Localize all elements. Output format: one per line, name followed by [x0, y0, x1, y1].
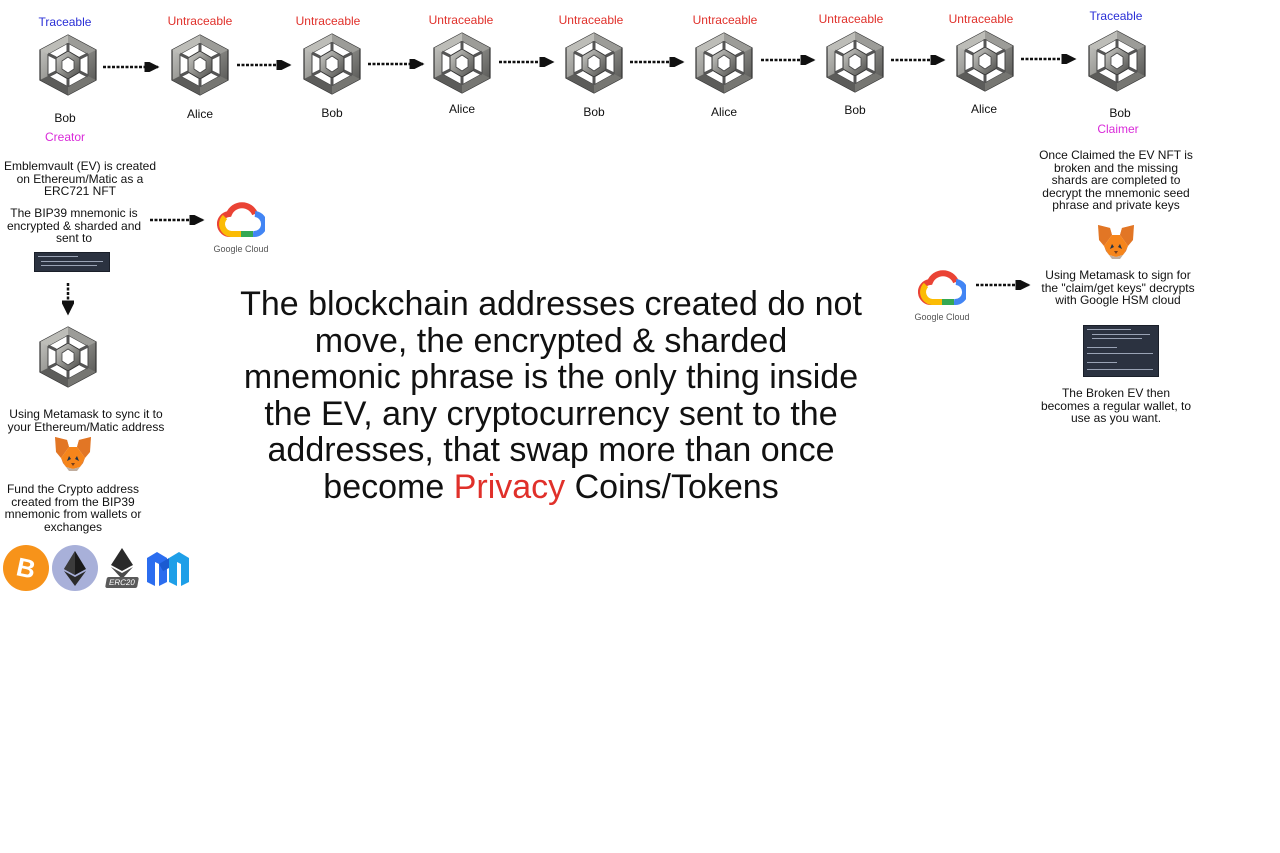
untraceable-label: Untraceable	[818, 12, 884, 26]
emblem-vault-cube-icon	[562, 31, 626, 95]
claimed-text: Once Claimed the EV NFT is broken and th…	[1039, 148, 1193, 212]
metamask-sign-text: Using Metamask to sign for the "claim/ge…	[1041, 268, 1195, 307]
google-cloud-logo: Google Cloud	[912, 268, 972, 322]
erc20-ethereum-icon	[111, 548, 133, 579]
arrow-right-icon	[761, 55, 816, 65]
metamask-sync-text: Using Metamask to sync it to your Ethere…	[7, 407, 165, 434]
traceable-label: Traceable	[38, 15, 92, 29]
google-cloud-icon	[918, 268, 966, 306]
traceable-label: Traceable	[1089, 9, 1143, 23]
emblem-vault-cube-icon	[168, 33, 232, 97]
arrow-right-icon	[891, 55, 946, 65]
holder-name: Alice	[186, 107, 213, 121]
holder-name: Alice	[710, 105, 737, 119]
arrow-right-icon	[150, 215, 205, 225]
polygon-matic-icon	[147, 552, 189, 586]
holder-name: Bob	[844, 103, 866, 117]
metamask-fox-icon	[1096, 224, 1136, 260]
erc20-token-logo: ERC20	[101, 546, 143, 592]
emblem-vault-cube-icon	[36, 325, 100, 389]
mnemonic-encrypted-text: The BIP39 mnemonic is encrypted & sharde…	[6, 206, 142, 245]
untraceable-label: Untraceable	[948, 12, 1014, 26]
fund-address-text: Fund the Crypto address created from the…	[4, 482, 142, 534]
arrow-right-icon	[237, 60, 292, 70]
holder-name: Alice	[448, 102, 475, 116]
holder-name: Bob	[583, 105, 605, 119]
google-cloud-icon	[217, 200, 265, 238]
ev-created-text: Emblemvault (EV) is created on Ethereum/…	[3, 159, 157, 198]
claimer-label: Claimer	[1097, 122, 1139, 136]
arrow-right-icon	[103, 62, 160, 72]
metamask-fox-icon	[53, 436, 93, 472]
ethereum-icon	[52, 545, 98, 591]
untraceable-label: Untraceable	[428, 13, 494, 27]
creator-label: Creator	[44, 130, 85, 144]
privacy-highlight: Privacy	[453, 467, 566, 506]
holder-name: Bob	[321, 106, 343, 120]
emblem-vault-cube-icon	[36, 33, 100, 97]
untraceable-label: Untraceable	[558, 13, 624, 27]
erc20-badge: ERC20	[105, 577, 139, 588]
arrow-right-icon	[1021, 54, 1077, 64]
untraceable-label: Untraceable	[692, 13, 758, 27]
google-cloud-label: Google Cloud	[914, 312, 970, 322]
untraceable-label: Untraceable	[295, 14, 361, 28]
emblem-vault-cube-icon	[1085, 29, 1149, 93]
arrow-right-icon	[368, 59, 425, 69]
emblem-vault-cube-icon	[430, 31, 494, 95]
keys-panel-image	[1083, 325, 1159, 377]
privacy-statement: The blockchain addresses created do not …	[240, 286, 862, 505]
mnemonic-panel-image	[34, 252, 110, 272]
arrow-right-icon	[630, 57, 685, 67]
bitcoin-icon: B	[3, 545, 49, 591]
statement-text: The blockchain addresses created do not …	[240, 285, 862, 506]
broken-ev-text: The Broken EV then becomes a regular wal…	[1040, 386, 1192, 425]
untraceable-label: Untraceable	[167, 14, 233, 28]
emblem-vault-cube-icon	[692, 31, 756, 95]
holder-name: Alice	[970, 102, 997, 116]
emblem-vault-cube-icon	[300, 32, 364, 96]
holder-name: Bob	[54, 111, 76, 125]
arrow-right-icon	[976, 280, 1031, 290]
emblem-vault-cube-icon	[823, 30, 887, 94]
statement-suffix: Coins/Tokens	[565, 467, 779, 506]
arrow-right-icon	[499, 57, 555, 67]
emblem-vault-cube-icon	[953, 29, 1017, 93]
google-cloud-label: Google Cloud	[213, 244, 269, 254]
holder-name: Bob	[1109, 106, 1131, 120]
arrow-down-icon	[62, 283, 74, 316]
google-cloud-logo: Google Cloud	[211, 200, 271, 254]
